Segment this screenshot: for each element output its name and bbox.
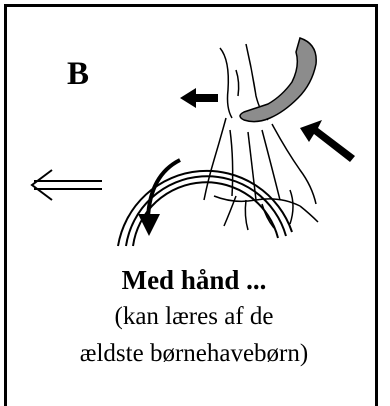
caption-line-1: (kan læres af de <box>4 303 384 331</box>
caption-title: Med hånd ... <box>4 266 384 296</box>
panel-letter: B <box>67 58 89 91</box>
caption-line-2: ældste børnehavebørn) <box>4 340 384 368</box>
